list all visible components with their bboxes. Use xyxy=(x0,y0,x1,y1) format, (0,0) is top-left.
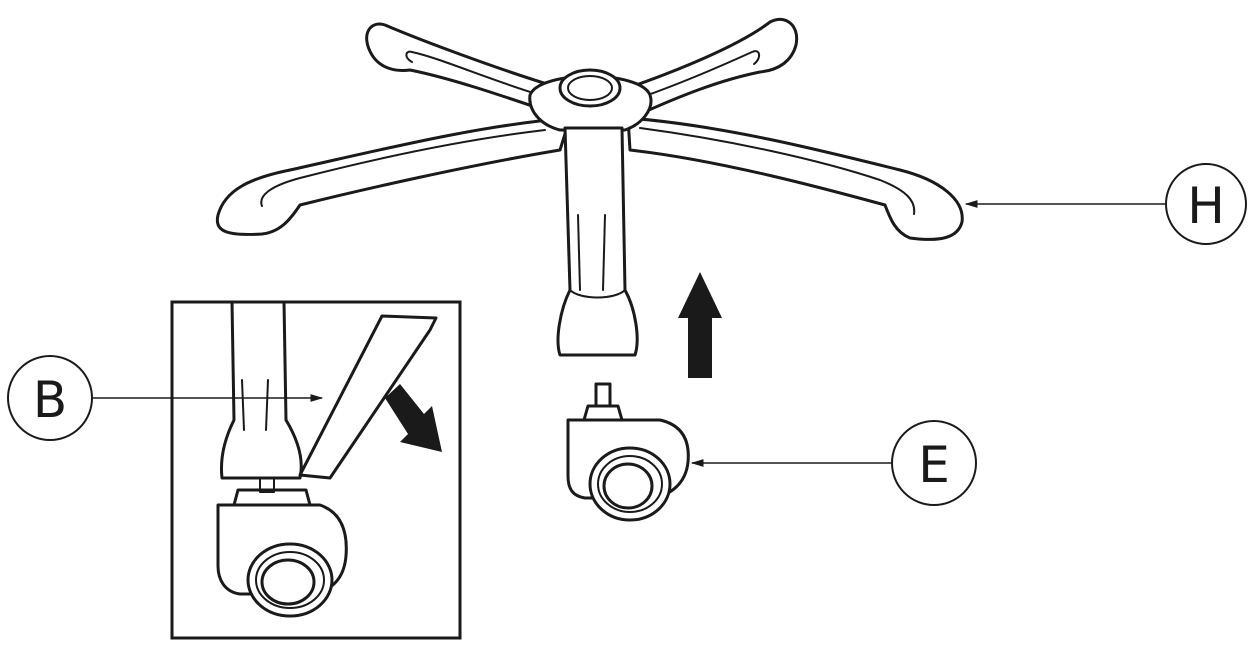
caster-wheel xyxy=(566,382,690,522)
down-right-arrow-icon xyxy=(385,384,442,452)
base-arm-front-right xyxy=(626,116,964,241)
callout-h: H xyxy=(1165,163,1247,245)
callout-h-label: H xyxy=(1187,177,1225,235)
callout-e-label: E xyxy=(918,436,950,494)
callout-b-label: B xyxy=(33,371,67,429)
base-leg xyxy=(556,126,639,357)
base-arm-front-left xyxy=(215,116,572,236)
base-arm-back-right xyxy=(620,17,799,116)
callout-e: E xyxy=(891,420,977,506)
inset-panel xyxy=(170,300,462,640)
chair-base xyxy=(215,17,964,357)
inset-lever xyxy=(298,314,438,480)
caster-wheel-hub xyxy=(602,462,654,510)
callout-b: B xyxy=(7,355,93,441)
inset-leg xyxy=(220,300,303,480)
up-arrow-icon xyxy=(678,272,722,378)
